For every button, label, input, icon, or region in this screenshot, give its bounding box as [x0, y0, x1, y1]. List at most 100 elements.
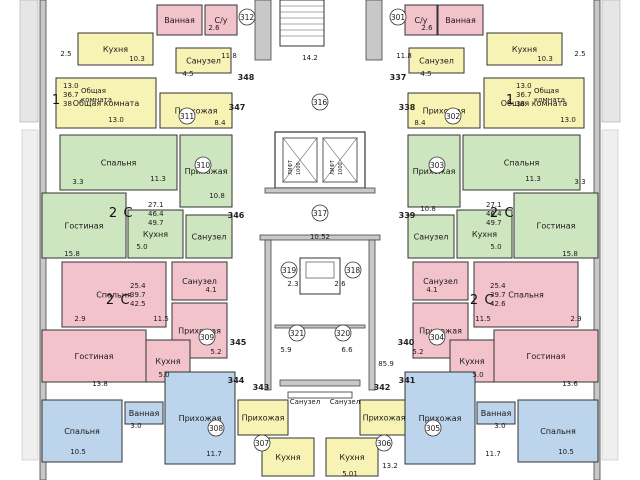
r303-kuhnya-fill — [456, 209, 513, 259]
apartment-number-circle — [334, 324, 352, 342]
summary-area-line: 42.5 — [130, 300, 146, 308]
area-value: 13.0 — [560, 116, 576, 124]
area-value: 2.3 — [287, 280, 298, 288]
area-value: 10.5 — [558, 448, 574, 456]
summary-area-line: 25.4 — [130, 282, 146, 290]
r303-gostinaya-label: Гостиная — [537, 222, 576, 231]
apartment-number: 306 — [377, 439, 392, 448]
r301-su-fill — [404, 4, 438, 36]
apartment-number-circle — [207, 419, 225, 437]
area-value: 4.1 — [426, 286, 437, 294]
area-value: 2.6 — [208, 24, 220, 32]
area-value: 2.9 — [74, 315, 85, 323]
area-value: 4.1 — [205, 286, 216, 294]
area-value: 2.6 — [334, 280, 346, 288]
apartment-number: 312 — [240, 13, 255, 22]
r301-kuhnya-fill — [486, 32, 563, 66]
r309-spalnya-label: Спальня — [96, 291, 132, 300]
door-number: 348 — [238, 73, 255, 82]
apartment-number-circle — [428, 156, 446, 174]
apartment-number: 308 — [209, 424, 224, 433]
area-value: 3.0 — [494, 422, 505, 430]
r303-gostinaya-fill — [513, 192, 599, 259]
r306-kuhnya-label: Кухня — [339, 453, 364, 462]
r304-kuhnya-label: Кухня — [459, 357, 484, 366]
r310-gostinaya-fill — [41, 192, 127, 259]
r311-sanuzel-label: Санузел — [186, 57, 221, 66]
area-value: 10.5 — [70, 448, 86, 456]
r307-kuhnya-fill — [261, 437, 315, 477]
summary-area-line: 46.4 — [148, 210, 164, 218]
r310-sanuzel-label: Санузел — [192, 233, 227, 242]
r304-spalnya-label: Спальня — [508, 291, 544, 300]
apt-310-summary: 27.146.449.7 — [148, 201, 164, 227]
area-value: 2.5 — [60, 50, 71, 58]
r309-spalnya-fill — [61, 261, 167, 328]
elevator-labels: ЛИФТ 1000 ЛИФТ 1000 — [288, 159, 344, 175]
area-value: 15.8 — [64, 250, 80, 258]
r302-prihozhaya-fill — [407, 92, 481, 129]
apartment-number: 304 — [430, 333, 445, 342]
rooms-count: 1 — [506, 93, 514, 108]
apt-304-summary: 25.439.742.6 — [490, 282, 506, 308]
summary-room-label2: комната — [81, 96, 112, 104]
r312-vannaya-fill — [156, 4, 203, 36]
rooms-count: С — [484, 293, 493, 308]
summary-area-line: 49.7 — [486, 219, 502, 227]
door-number: 347 — [229, 103, 246, 112]
area-value: 8.4 — [414, 119, 426, 127]
area-value: 10.8 — [420, 205, 436, 213]
r312-kuhnya-fill — [77, 32, 154, 66]
apartment-number-circle — [424, 419, 442, 437]
area-value: 10.3 — [129, 55, 145, 63]
area-value: 13.8 — [92, 380, 108, 388]
r309-gostinaya-label: Гостиная — [75, 352, 114, 361]
summary-area-line: 49.7 — [148, 219, 164, 227]
apt-303-summary: 27.146.449.7 — [486, 201, 502, 227]
r312-su-label: С/у — [214, 16, 227, 25]
apartment-number-circle — [198, 328, 216, 346]
apartment-number: 317 — [313, 209, 328, 218]
r301-su-label: С/у — [414, 16, 427, 25]
rooms-count: 2 — [109, 206, 117, 221]
r309-kuhnya-label: Кухня — [155, 357, 180, 366]
r305-spalnya-fill — [517, 399, 599, 463]
summary-area-line: 39.7 — [130, 291, 146, 299]
area-value: 5.9 — [280, 346, 291, 354]
apartment-number-circle — [428, 328, 446, 346]
r308-spalnya-fill — [41, 399, 123, 463]
door-number: 345 — [230, 338, 247, 347]
summary-room-label: Общая — [534, 87, 559, 95]
area-value: 11.8 — [396, 52, 412, 60]
area-value: 8.4 — [214, 119, 226, 127]
area-value: 6.6 — [341, 346, 353, 354]
r301-kuhnya-label: Кухня — [512, 45, 537, 54]
area-value: 5.0 — [490, 243, 501, 251]
area-value: 5.2 — [210, 348, 221, 356]
area-value: 5.0 — [158, 371, 169, 379]
apartment-number-circle — [194, 156, 212, 174]
area-value: 2.5 — [574, 50, 585, 58]
apartment-number: 301 — [391, 13, 406, 22]
area-value: 13.2 — [382, 462, 398, 470]
summary-area-line: 27.1 — [486, 201, 502, 209]
apartment-number-circle — [288, 324, 306, 342]
apartment-number-circle — [311, 93, 329, 111]
bottom-room-label: Санузел — [290, 398, 320, 406]
r305-prihozhaya-label: Прихожая — [419, 414, 462, 423]
area-value: 2.9 — [570, 315, 581, 323]
r307-kuhnya-label: Кухня — [275, 453, 300, 462]
rooms-count: 2 — [470, 293, 478, 308]
r304-gostinaya-label: Гостиная — [527, 352, 566, 361]
summary-area-line: 42.6 — [490, 300, 506, 308]
apartment-number-circle — [444, 107, 462, 125]
summary-area-line: 38 — [63, 100, 72, 108]
area-value: 2.6 — [421, 24, 433, 32]
r306-kuhnya-fill — [325, 437, 379, 477]
rooms-count: С — [120, 293, 129, 308]
r305-vannaya-fill — [476, 401, 516, 425]
r304-spalnya-fill — [473, 261, 579, 328]
area-value: 10.8 — [209, 192, 225, 200]
